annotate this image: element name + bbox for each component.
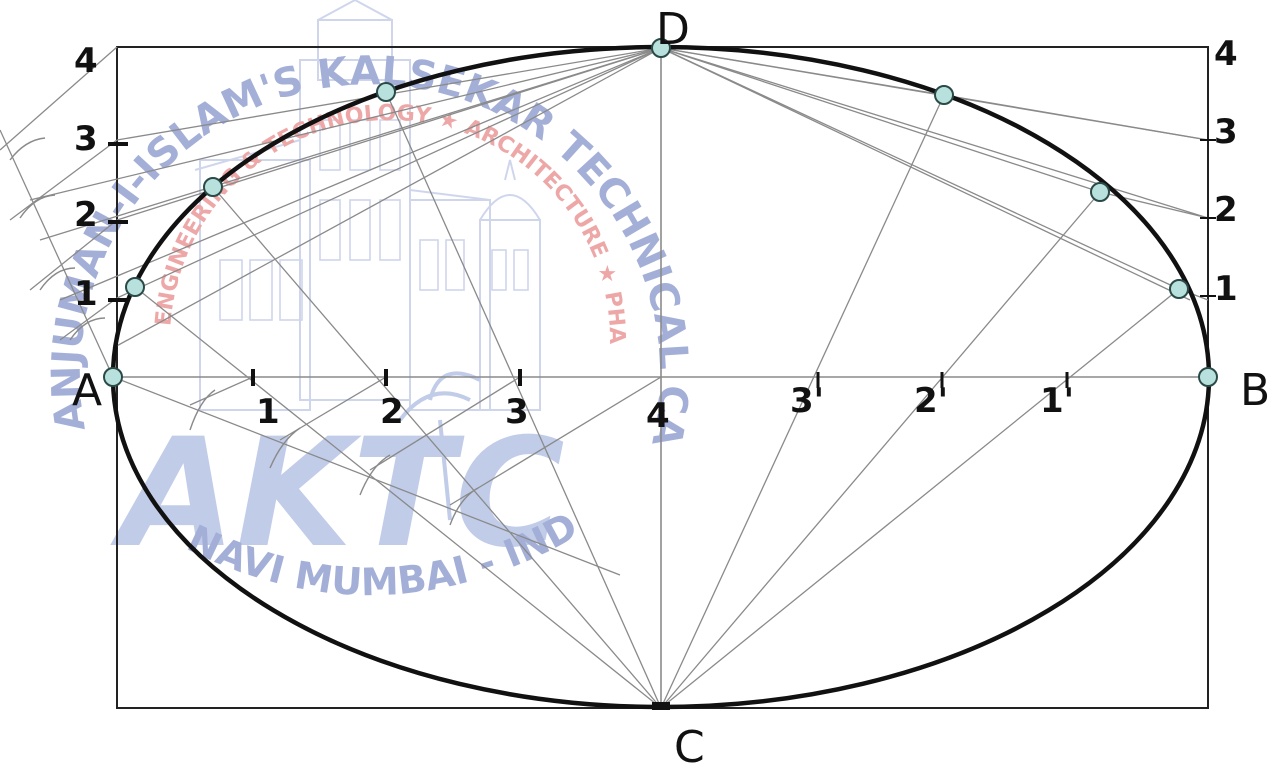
compass-arc [39,267,76,291]
axis-label-2-prime: 2' [914,381,948,421]
division-guide-line [112,376,621,576]
left-scale-label-1: 1 [74,274,98,314]
ellipse-point-marker [651,38,671,58]
construction-line [660,191,1101,709]
construction-line [134,286,662,709]
division-ticks [108,139,1216,388]
ellipse-point-marker [203,177,223,197]
construction-line [112,47,662,349]
construction-line [660,47,945,96]
construction-line [660,288,1180,709]
watermark-logo: AKTC [110,407,565,581]
compass-arc [269,427,301,469]
point-label-d: D [656,4,690,55]
division-parallel-line [29,219,118,291]
axis-label-1: 1 [256,392,280,432]
compass-arc [359,454,391,496]
ellipse-point-marker [1169,279,1189,299]
construction-line [660,94,945,709]
division-parallel-line [59,297,118,341]
division-parallel-line [369,376,521,471]
left-scale-label-4: 4 [74,41,98,81]
left-scale-label-2: 2 [74,195,98,235]
point-label-a: A [72,365,102,416]
construction-lines [0,46,1209,709]
construction-line [385,91,662,709]
division-parallel-line [449,376,662,506]
construction-line [212,186,662,709]
axis-label-2: 2 [380,392,404,432]
ellipse-point-marker [103,367,123,387]
construction-line [660,47,1209,219]
point-label-c: C [674,722,705,765]
compass-arc [69,317,106,341]
right-scale-label-3: 3 [1214,112,1238,152]
construction-line [660,47,1101,193]
construction-line [660,47,1180,290]
ellipse-points [103,38,1218,710]
division-guide-line [0,129,114,378]
division-parallel-line [189,376,254,406]
ellipse-point-marker [1198,367,1218,387]
ellipse-point-marker [1090,182,1110,202]
left-scale-label-3: 3 [74,119,98,159]
ellipse-point-marker [934,85,954,105]
construction-line [59,47,662,301]
aktc-watermark: ANJUMAN-I-ISLAM'S KALSEKAR TECHNICAL CAM… [0,0,696,604]
point-label-b: B [1240,365,1270,416]
compass-arc [189,389,216,431]
compass-arc [19,194,56,219]
division-parallel-line [9,139,118,221]
construction-line [29,47,662,201]
construction-line [660,47,1191,301]
construction-line [116,47,662,299]
construction-line [39,47,662,241]
ellipse-point-marker [376,82,396,102]
axis-label-3-prime: 3' [790,381,824,421]
axis-label-1-prime: 1' [1040,381,1074,421]
division-arcs [9,137,479,526]
point-c-marker [652,702,670,710]
compass-arc [9,137,46,161]
right-scale-label-4: 4 [1214,34,1238,74]
division-parallel-line [0,46,118,151]
ellipse-point-marker [125,277,145,297]
right-scale-label-2: 2 [1214,190,1238,230]
axis-label-4: 4 [646,396,670,436]
axis-label-3: 3 [505,392,529,432]
right-scale-label-1: 1 [1214,269,1238,309]
compass-arc [449,487,479,526]
construction-line [943,94,1209,141]
